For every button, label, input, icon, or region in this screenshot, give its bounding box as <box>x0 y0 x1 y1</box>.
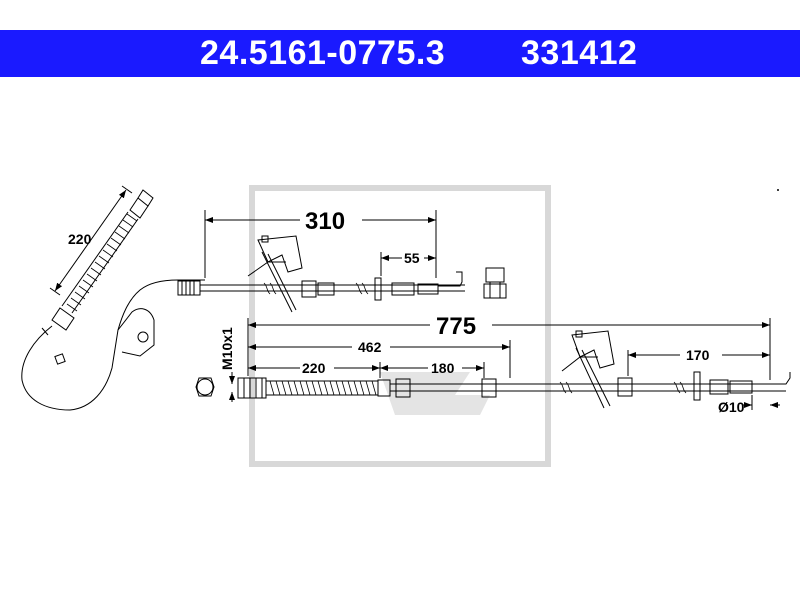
reference-number: 331412 <box>521 34 638 72</box>
dim-to-fitting: 462 <box>358 339 382 355</box>
dim-end-section: 170 <box>686 347 710 363</box>
stray-dot <box>777 189 779 191</box>
dim-mid-section: 180 <box>431 360 455 376</box>
dim-upper-length: 310 <box>305 208 345 235</box>
part-number: 24.5161-0775.3 <box>200 34 446 72</box>
dim-diameter: Ø10 <box>718 399 745 415</box>
dim-side-hose: 220 <box>68 231 92 247</box>
side-hose-assembly: 220 <box>21 185 179 411</box>
loose-nut <box>483 267 507 299</box>
watermark-logo <box>249 185 551 467</box>
dim-hose-length: 220 <box>302 360 326 376</box>
main-line-assembly: M10x1 775 <box>195 313 791 415</box>
dim-total-length: 775 <box>436 313 476 340</box>
upper-line-assembly: 310 55 <box>177 208 507 313</box>
dim-upper-end: 55 <box>404 250 420 266</box>
header-banner: 24.5161-0775.3 331412 <box>0 30 800 77</box>
dim-thread: M10x1 <box>219 327 235 370</box>
